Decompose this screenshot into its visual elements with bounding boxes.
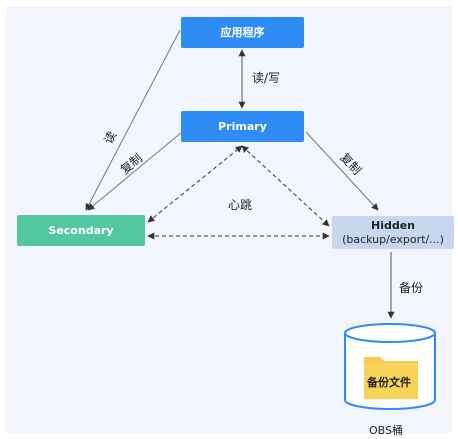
read-write-label: 读/写: [252, 71, 281, 85]
hidden-sublabel: (backup/export/...): [342, 232, 444, 246]
heartbeat-label: 心跳: [228, 198, 253, 212]
hidden-node: Hidden (backup/export/...): [332, 216, 454, 249]
application-node: 应用程序: [181, 17, 304, 48]
replicate-to-secondary-arrow: [87, 131, 183, 211]
backup-label: 备份: [399, 281, 424, 295]
read-arrow: [85, 29, 181, 211]
backup-file-label: 备份文件: [367, 376, 411, 389]
replicate-to-hidden-arrow: [305, 131, 379, 211]
primary-node: Primary: [181, 111, 304, 142]
primary-label: Primary: [218, 119, 267, 133]
secondary-label: Secondary: [48, 223, 114, 237]
folder-icon: [364, 357, 418, 399]
hidden-label: Hidden: [370, 218, 416, 232]
application-label: 应用程序: [220, 25, 265, 39]
secondary-node: Secondary: [17, 215, 145, 246]
heartbeat-secondary-primary: [147, 145, 243, 223]
heartbeat-primary-hidden: [241, 145, 330, 227]
obs-bucket-label: OBS桶: [369, 424, 403, 437]
